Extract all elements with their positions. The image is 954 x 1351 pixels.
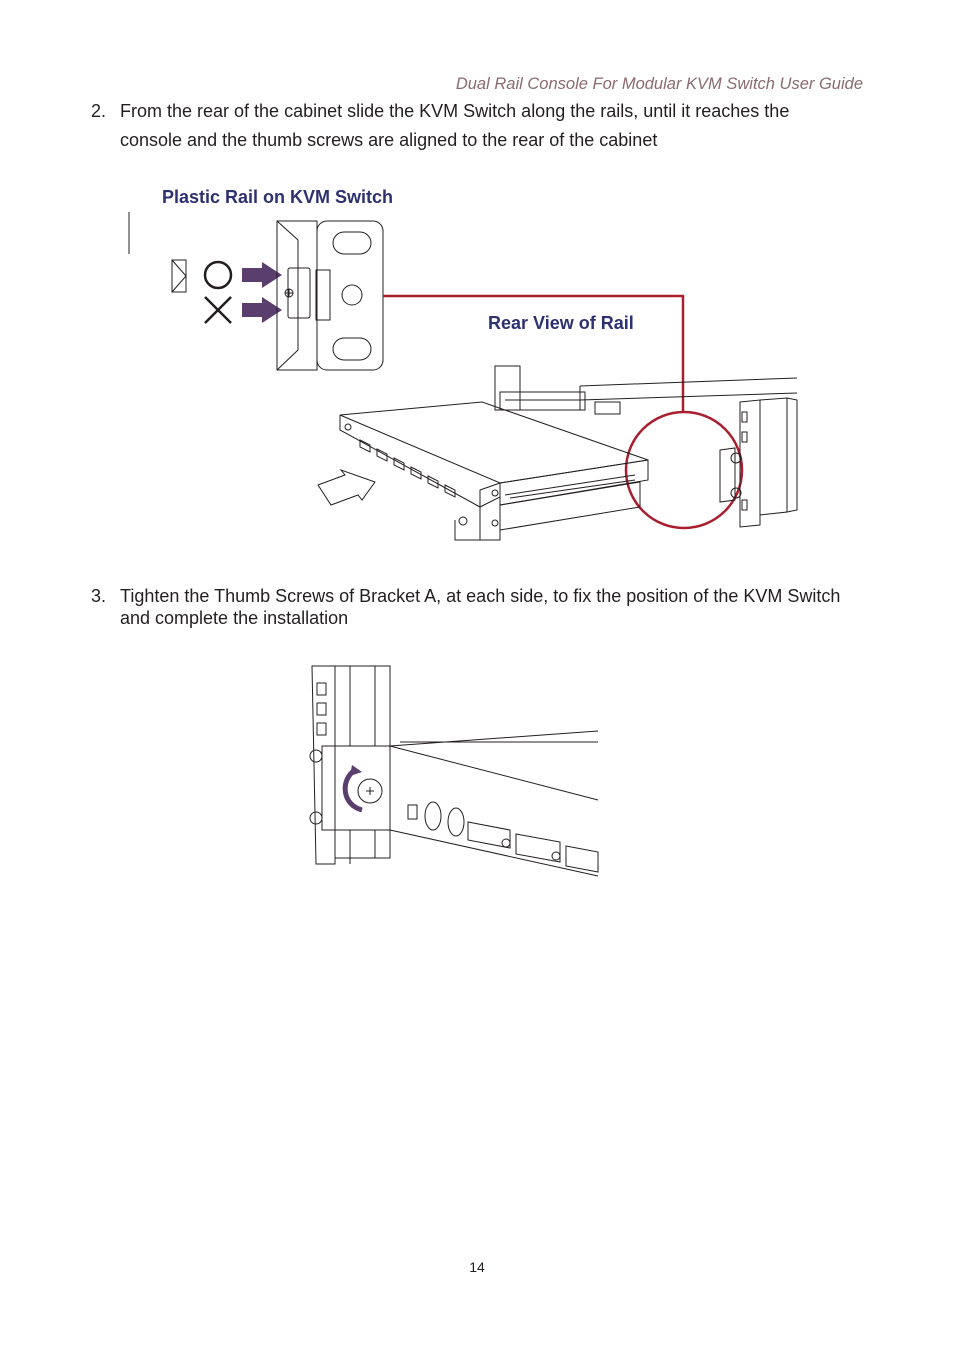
port-connectors: [467, 821, 599, 873]
rear-rail: [494, 365, 621, 415]
plastic-rail-detail: [276, 220, 384, 371]
rear-view-label: Rear View of Rail: [488, 313, 634, 333]
kvm-chassis: [339, 401, 649, 541]
figure-1-illustration: [128, 212, 798, 541]
step-number: 2.: [91, 101, 107, 121]
kvm-body-top: [389, 730, 599, 801]
wrong-cross-icon: [204, 296, 232, 324]
page-header-title: Dual Rail Console For Modular KVM Switch…: [455, 75, 863, 93]
step-3: 3. Tighten the Thumb Screws of Bracket A…: [91, 585, 851, 629]
step-number: 3.: [91, 586, 107, 606]
step-text: From the rear of the cabinet slide the K…: [120, 101, 790, 150]
thumb-screw-icon: [357, 778, 383, 804]
push-arrow-icon: [317, 468, 376, 506]
rack-post-left: [311, 665, 336, 865]
figure-2-illustration: [309, 665, 599, 877]
callout-line: [383, 294, 685, 411]
cabinet-frame: [579, 377, 798, 528]
bracket-icon: [171, 259, 187, 293]
step-2: 2. From the rear of the cabinet slide th…: [91, 97, 851, 155]
plastic-rail-label: Plastic Rail on KVM Switch: [162, 187, 394, 207]
bracket-a: [321, 745, 391, 831]
purple-arrows: [242, 262, 282, 323]
rotate-arrow-icon: [342, 767, 363, 813]
correct-circle-icon: [203, 260, 233, 290]
page-number: 14: [469, 1259, 485, 1275]
step-text: Tighten the Thumb Screws of Bracket A, a…: [120, 586, 841, 628]
callout-circle: [624, 410, 744, 530]
rack-post-face: [335, 665, 391, 747]
